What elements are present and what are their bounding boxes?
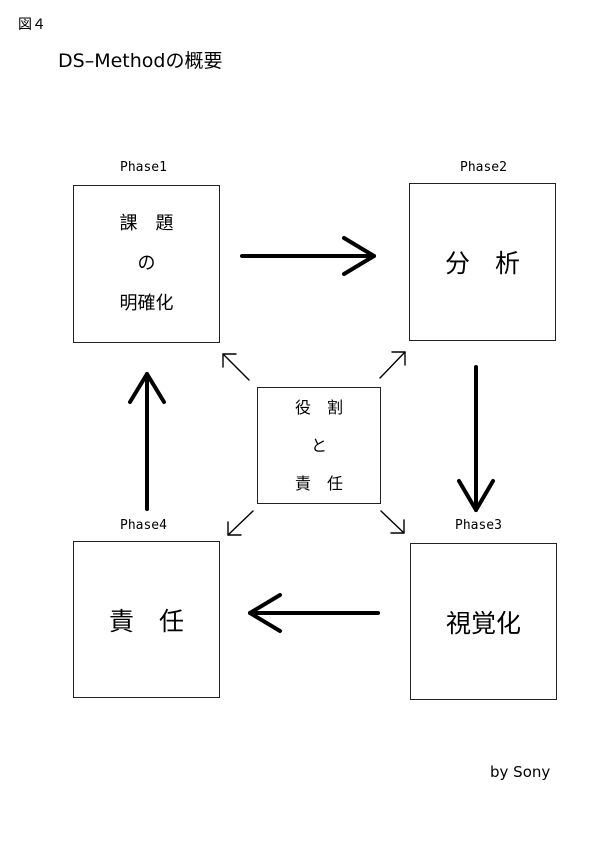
phase2-box: 分 析 bbox=[409, 183, 556, 341]
arrowhead-phase3-to-phase4 bbox=[248, 593, 282, 633]
arrowhead-phase4-to-phase1 bbox=[128, 372, 166, 404]
phase3-text: 視覚化 bbox=[445, 608, 521, 638]
diag-arrow-to-phase1 bbox=[222, 353, 250, 381]
phase4-label: Phase4 bbox=[120, 518, 167, 533]
diagram-title: DS–Methodの概要 bbox=[58, 50, 223, 72]
phase1-label: Phase1 bbox=[120, 160, 167, 175]
diag-arrowhead-to-phase1 bbox=[222, 353, 237, 368]
center-box: 役 割 と 責 任 bbox=[257, 387, 381, 504]
phase1-text: 課 題 の 明確化 bbox=[120, 204, 174, 324]
phase3-box: 視覚化 bbox=[410, 543, 557, 700]
center-line-2: と bbox=[310, 435, 327, 455]
center-text: 役 割 と 責 任 bbox=[295, 389, 343, 503]
arrowhead-phase1-to-phase2 bbox=[342, 236, 376, 276]
phase1-line-2: の bbox=[137, 253, 156, 274]
center-line-1: 役 割 bbox=[294, 397, 343, 417]
center-line-3: 責 任 bbox=[294, 473, 343, 493]
figure-label: 図４ bbox=[18, 17, 46, 33]
phase3-label: Phase3 bbox=[455, 518, 502, 533]
phase4-text: 責 任 bbox=[108, 606, 184, 636]
diag-arrow-to-phase2 bbox=[379, 351, 406, 379]
diag-arrowhead-to-phase4 bbox=[227, 521, 242, 536]
phase1-line-1: 課 題 bbox=[119, 213, 174, 234]
diag-arrow-to-phase3 bbox=[380, 510, 405, 534]
arrowhead-phase2-to-phase3 bbox=[457, 479, 495, 512]
phase2-text: 分 析 bbox=[444, 249, 520, 278]
phase1-box: 課 題 の 明確化 bbox=[73, 185, 220, 343]
phase1-line-3: 明確化 bbox=[119, 293, 174, 314]
phase4-box: 責 任 bbox=[73, 541, 220, 698]
diag-arrow-to-phase4 bbox=[227, 510, 254, 536]
credit-text: by Sony bbox=[490, 763, 551, 781]
diag-arrowhead-to-phase3 bbox=[390, 519, 405, 534]
phase2-label: Phase2 bbox=[460, 160, 507, 175]
diag-arrowhead-to-phase2 bbox=[391, 351, 406, 366]
